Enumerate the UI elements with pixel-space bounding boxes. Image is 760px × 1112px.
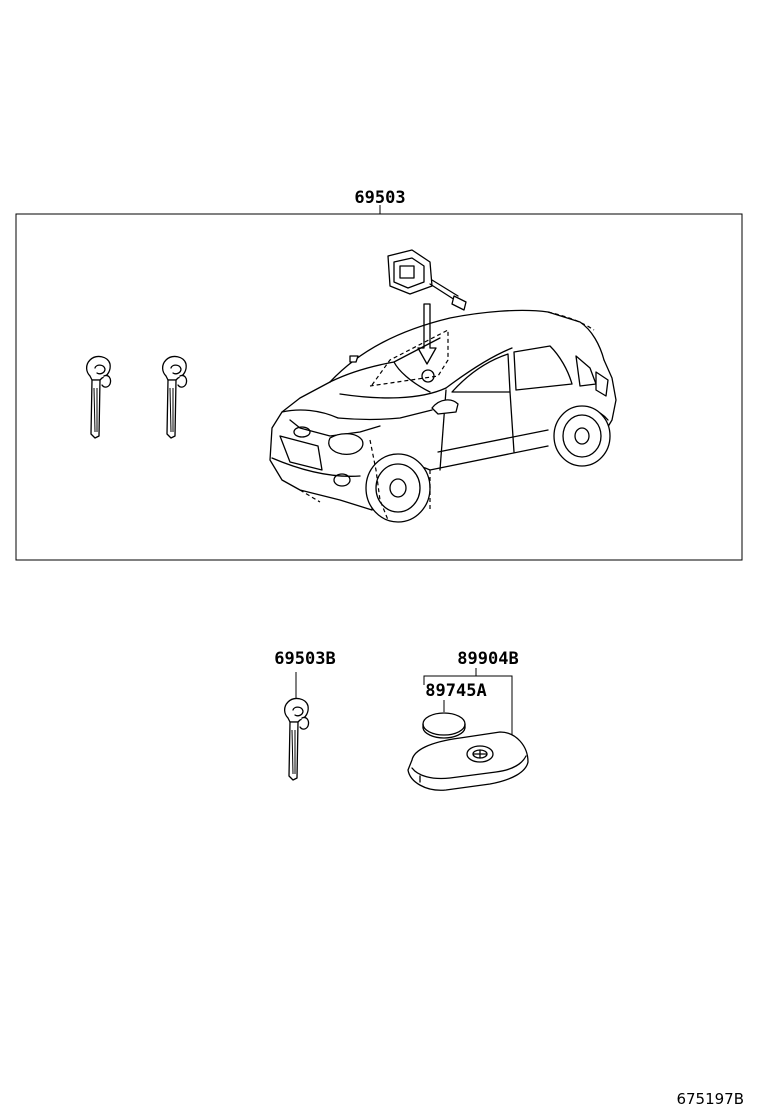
key-icon[interactable] (85, 355, 112, 439)
receiver-unit-icon[interactable] (387, 249, 467, 365)
transmitter-leader-line (423, 675, 513, 736)
key-icon[interactable] (283, 697, 310, 781)
label-key[interactable]: 69503B (274, 649, 335, 669)
label-kit[interactable]: 69503 (354, 188, 405, 208)
label-transmitter[interactable]: 89904B (457, 649, 518, 669)
illustration-id: 675197B (676, 1090, 744, 1108)
kit-frame (15, 213, 743, 561)
kit-group: 69503 (15, 188, 743, 561)
battery-icon[interactable] (422, 712, 466, 739)
key-group: 69503B (274, 649, 336, 781)
key-icon[interactable] (161, 355, 188, 439)
vehicle-illustration (269, 309, 617, 523)
label-battery[interactable]: 89745A (425, 681, 486, 701)
transmitter-fob-icon[interactable] (407, 731, 529, 791)
transmitter-group: 89904B 89745A (407, 649, 529, 791)
